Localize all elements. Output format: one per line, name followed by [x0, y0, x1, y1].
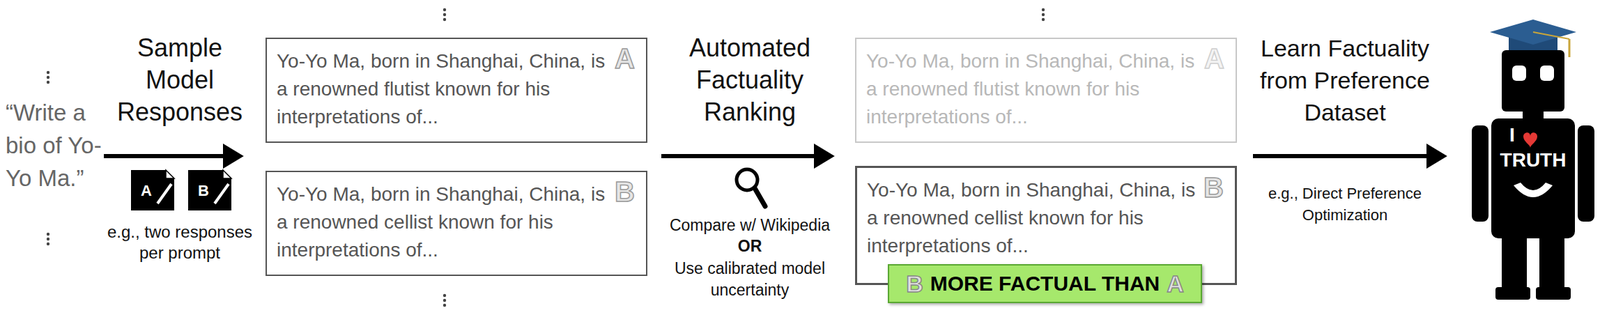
- step-note: Compare w/ Wikipedia: [645, 214, 855, 236]
- response-box: BYo-Yo Ma, born in Shanghai, China, is a…: [265, 170, 648, 276]
- flow-arrows: [103, 154, 1444, 159]
- prompt-text: “Write a bio of Yo-Yo Ma.”: [5, 96, 111, 195]
- step-note: e.g., two responses per prompt: [96, 221, 264, 264]
- response-text: Yo-Yo Ma, born in Shanghai, China, is a …: [276, 180, 637, 265]
- step-note: e.g., Direct Preference Optimization: [1259, 182, 1430, 226]
- response-text: Yo-Yo Ma, born in Shanghai, China, is a …: [276, 47, 637, 132]
- verdict-text: MORE FACTUAL THAN: [930, 271, 1160, 296]
- corner-letter: B: [1203, 173, 1224, 202]
- robot-text: TRUTH: [1494, 149, 1572, 172]
- response-text: Yo-Yo Ma, born in Shanghai, China, is a …: [866, 176, 1226, 260]
- verdict-badge: BMORE FACTUAL THANA: [887, 264, 1203, 304]
- corner-letter: A: [1204, 44, 1225, 73]
- step-note: Use calibrated model uncertainty: [673, 257, 827, 302]
- icon-letter: B: [188, 182, 219, 200]
- step-note: OR: [714, 235, 785, 257]
- magnifier-icon: [736, 169, 766, 207]
- icon-letter: A: [131, 182, 162, 200]
- step-heading: Learn Factuality from Preference Dataset: [1242, 32, 1448, 129]
- verdict-letter: B: [905, 270, 924, 298]
- verdict-letter: A: [1166, 270, 1184, 298]
- corner-letter: A: [614, 44, 635, 73]
- robot-text: I: [1503, 124, 1521, 147]
- step-heading: Automated Factuality Ranking: [666, 32, 834, 129]
- response-box: AYo-Yo Ma, born in Shanghai, China, is a…: [265, 37, 648, 143]
- step-heading: Sample Model Responses: [103, 32, 257, 129]
- response-box: AYo-Yo Ma, born in Shanghai, China, is a…: [855, 37, 1237, 143]
- robot-figure: [1471, 19, 1595, 300]
- response-text: Yo-Yo Ma, born in Shanghai, China, is a …: [866, 47, 1226, 132]
- corner-letter: B: [614, 177, 635, 206]
- document-icons: [131, 170, 232, 211]
